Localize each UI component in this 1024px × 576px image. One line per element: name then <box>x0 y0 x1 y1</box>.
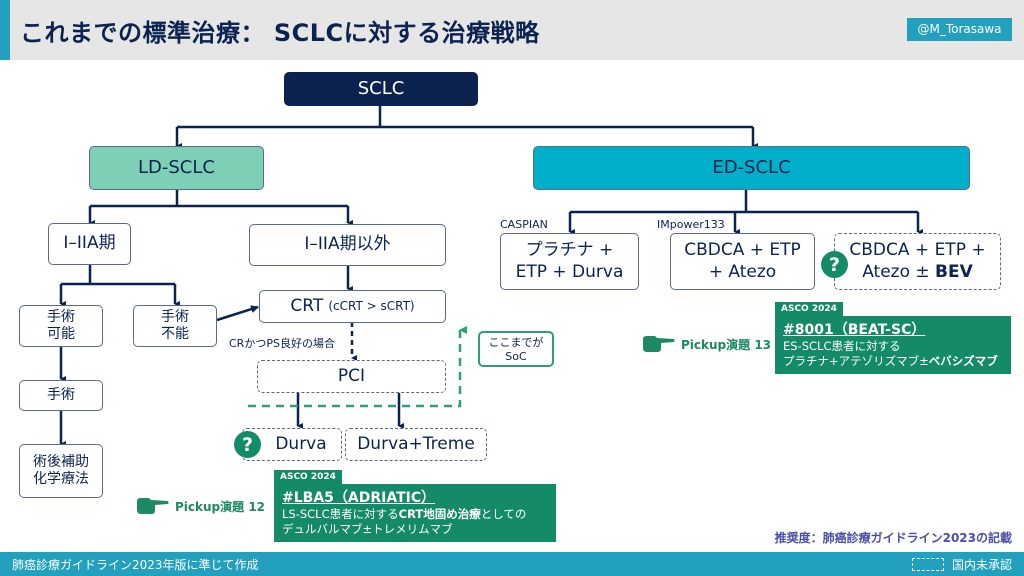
footer-legend-label: 国内未承認 <box>951 558 1012 572</box>
header-accent-bar <box>0 0 10 60</box>
node-sclc-label: SCLC <box>357 77 405 99</box>
line2: 可能 <box>47 326 75 342</box>
question-icon: ? <box>821 251 848 278</box>
abstract-code[interactable]: #8001（BEAT-SC） <box>783 322 926 338</box>
line-sclc-split <box>177 106 753 129</box>
node-sclc: SCLC <box>284 72 478 106</box>
node-durva-label: Durva <box>275 433 327 454</box>
node-stage-early: I–IIA期 <box>48 223 131 265</box>
node-unresectable: 手術不能 <box>133 305 217 347</box>
node-crt-sublabel: (cCRT > sCRT) <box>328 299 415 313</box>
soc-callout-line1: ここまでが <box>488 336 544 349</box>
dashed-box-legend-icon <box>911 558 944 571</box>
line1: 術後補助 <box>33 453 89 470</box>
recommendation-note: 推奨度：肺癌診療ガイドライン2023の記載 <box>774 531 1012 545</box>
trial-label-caspian: CASPIAN <box>500 218 548 231</box>
node-crt: CRT (cCRT > sCRT) <box>259 290 446 323</box>
soc-callout: ここまでが SoC <box>478 331 554 367</box>
soc-callout-line2: SoC <box>505 350 527 363</box>
node-regimen-bev: CBDCA + ETP + Atezo ± BEV <box>834 233 1001 290</box>
node-durva-treme-label: Durva+Treme <box>357 433 475 454</box>
desc-prefix: LS-SCLC患者に対する <box>282 507 399 521</box>
node-stage-other-label: I–IIA期以外 <box>304 234 391 255</box>
asco-tag-13: ASCO 2024 <box>775 302 843 316</box>
question-icon: ? <box>234 431 261 458</box>
node-ed-sclc: ED-SCLC <box>533 146 970 190</box>
line1: プラチナ + <box>525 240 614 261</box>
node-resectable: 手術可能 <box>19 305 103 347</box>
node-adjuvant-chemo: 術後補助化学療法 <box>19 444 103 498</box>
footer-source: 肺癌診療ガイドライン2023年版に準じて作成 <box>12 558 259 572</box>
abstract-code[interactable]: #LBA5（ADRIATIC） <box>282 490 436 506</box>
line2-prefix: Atezo ± <box>862 261 936 282</box>
line1: CBDCA + ETP + <box>849 240 986 261</box>
desc-bold: ベバシズマブ <box>928 354 998 368</box>
desc-suffix: としての <box>480 507 527 521</box>
node-ed-label: ED-SCLC <box>712 156 791 178</box>
desc-bold: CRT地固め治療 <box>398 507 481 521</box>
asco-card-adriatic[interactable]: #LBA5（ADRIATIC） LS-SCLC患者に対するCRT地固め治療として… <box>274 484 556 542</box>
cr-condition-label: CRかつPS良好の場合 <box>229 337 335 350</box>
line1: 手術 <box>161 308 189 325</box>
footer-legend: 国内未承認 <box>911 556 1012 573</box>
line2: ETP + Durva <box>515 261 624 282</box>
node-surgery: 手術 <box>19 380 103 411</box>
line2: + Atezo <box>708 261 777 282</box>
page-title: これまでの標準治療： SCLCに対する治療戦略 <box>20 19 540 47</box>
abstract-desc-line1: LS-SCLC患者に対するCRT地固め治療としての <box>282 507 548 522</box>
line1: CBDCA + ETP <box>684 240 801 261</box>
node-regimen-caspian: プラチナ +ETP + Durva <box>500 233 639 290</box>
pickup-13[interactable]: Pickup演題 13 <box>641 335 771 353</box>
abstract-desc-line2: デュルバルマブ±トレメリムマブ <box>282 522 453 536</box>
footer: 肺癌診療ガイドライン2023年版に準じて作成 国内未承認 <box>0 552 1024 576</box>
node-ld-sclc: LD-SCLC <box>89 146 264 190</box>
pointing-hand-icon <box>137 498 169 514</box>
node-surgery-label: 手術 <box>47 386 75 403</box>
node-durva-treme: Durva+Treme <box>345 428 487 461</box>
line1: 手術 <box>47 308 75 325</box>
line2: 化学療法 <box>33 471 89 487</box>
node-crt-label: CRT <box>290 295 324 316</box>
pickup-13-label: Pickup演題 13 <box>681 337 772 352</box>
line2: 不能 <box>161 326 189 342</box>
node-ld-label: LD-SCLC <box>138 156 215 178</box>
pickup-12[interactable]: Pickup演題 12 <box>135 497 265 515</box>
trial-label-impower133: IMpower133 <box>657 218 725 231</box>
desc-prefix: プラチナ+アテゾリズマブ± <box>783 354 929 368</box>
soc-boundary-line <box>248 326 467 408</box>
asco-card-beat-sc[interactable]: #8001（BEAT-SC） ES-SCLC患者に対する プラチナ+アテゾリズマ… <box>775 316 1011 374</box>
node-stage-early-label: I–IIA期 <box>63 233 116 254</box>
node-stage-other: I–IIA期以外 <box>249 224 446 266</box>
asco-tag-12: ASCO 2024 <box>274 470 342 484</box>
pointing-hand-icon <box>643 336 675 352</box>
line2-bold: BEV <box>935 261 973 282</box>
node-pci-label: PCI <box>337 365 366 386</box>
abstract-desc-line2: プラチナ+アテゾリズマブ±ベバシズマブ <box>783 354 1003 369</box>
author-handle: @M_Torasawa <box>907 18 1012 41</box>
abstract-desc-line1: ES-SCLC患者に対する <box>783 339 901 353</box>
header: これまでの標準治療： SCLCに対する治療戦略 <box>0 0 1024 60</box>
node-regimen-impower: CBDCA + ETP+ Atezo <box>670 233 815 290</box>
pickup-12-label: Pickup演題 12 <box>175 499 266 514</box>
line2: Atezo ± BEV <box>849 262 985 283</box>
node-pci: PCI <box>257 360 446 393</box>
